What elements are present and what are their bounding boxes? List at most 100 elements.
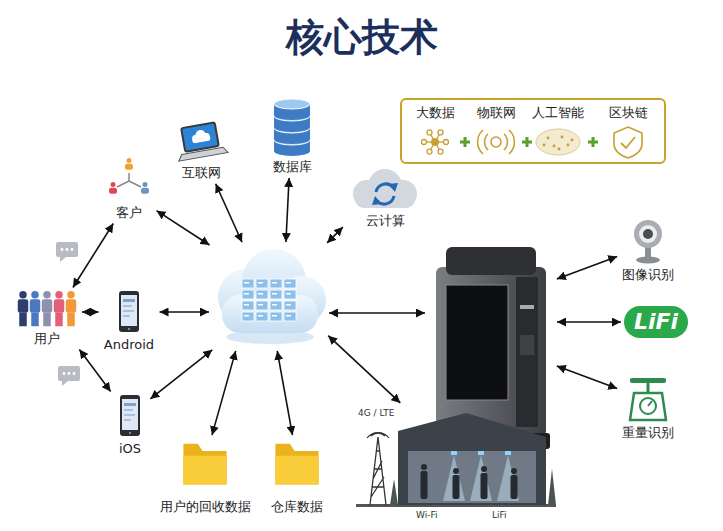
link-line [129,181,141,187]
building-illustration [356,405,556,525]
illustration-part [543,144,546,147]
connector-arrow [277,351,292,435]
connector-arrow [160,311,210,313]
illustration-part [621,137,635,148]
node-label: iOS [119,440,141,457]
node-label: 图像识别 [622,266,674,283]
person-head [55,291,63,299]
building-shell [398,413,546,505]
lifi-lamp [451,451,457,455]
database-layer [274,110,310,120]
node-label: Wi-Fi [416,509,437,521]
illustration-part [124,419,131,421]
illustration-part [128,328,130,330]
webcam-body [634,220,662,248]
illustration-part [422,140,427,145]
person-body [125,164,133,170]
figure-body [481,473,488,499]
server-unit [284,279,296,288]
connector-arrow [327,227,343,243]
figure-head [421,464,427,470]
kiosk-slot [520,335,534,355]
phone-body [120,395,140,436]
icon-graphic [104,156,154,202]
person-body [30,299,41,313]
cloud-shape [242,249,306,313]
link-line [128,173,130,181]
person-head [67,291,75,299]
server-light [272,282,277,284]
server-light [272,293,277,295]
icon-graphic [150,438,260,496]
person-legs [19,313,27,327]
kiosk-top [446,247,536,275]
illustration-part [192,135,211,143]
server-unit [284,290,296,299]
bubble-tail [62,381,68,386]
illustration-part [567,144,570,147]
node-label: Android [104,336,154,353]
database-top [274,99,310,109]
icon-node: 互联网 [175,122,227,181]
phone-screen [122,399,138,430]
node-label: 客户 [116,204,142,221]
person-body [109,188,117,194]
cloud-shape [222,295,318,333]
icon-node: 数据库 [270,100,314,175]
cell-tower [370,437,386,505]
server-light [244,293,249,295]
server-unit [256,290,268,299]
server-unit [242,290,254,299]
folder-back [183,444,226,485]
scale-post [647,383,650,393]
server-light [258,315,263,317]
server-light [286,293,291,295]
technology-box: 大数据物联网人工智能区块链 [400,98,666,164]
database-layer [274,134,310,144]
illustration-part [123,305,132,307]
bubble-dot [61,248,64,251]
node-label: LiFi [634,306,678,338]
icon-node: 云计算 [345,168,425,229]
bubble-body [58,366,80,381]
kiosk-slot [520,305,534,309]
server-light [244,304,249,306]
server-light [272,315,277,317]
lifi-lamp [478,451,484,455]
kiosk-body [436,267,546,437]
node-label: LiFi [492,509,507,521]
connector-arrow [82,311,99,313]
server-unit [270,279,282,288]
figure-body [421,471,428,499]
illustration-part [431,138,439,146]
folder-front [275,456,318,485]
folder-icon [183,444,226,485]
server-unit [270,290,282,299]
scale-needle [648,401,652,406]
icon-graphic [270,100,314,156]
bubble-dot [66,248,69,251]
kiosk-screen [446,285,508,400]
icon-node: 图像识别 [620,218,676,283]
chat-bubble [56,242,78,262]
figure-body [511,475,518,499]
icon-graphic [175,122,227,162]
illustration-part [123,315,130,317]
icon-graphic [112,394,148,438]
server-light [286,315,291,317]
icon-node: 客户 [104,156,154,221]
illustration-part [444,140,449,145]
building-window [408,451,536,503]
illustration-part [123,299,135,302]
server-unit [242,312,254,321]
server-light [272,304,277,306]
illustration-part [478,130,515,154]
icon-node: 用户 [15,290,79,347]
connector-arrow [557,366,617,388]
plus-sign [522,137,532,147]
bubble-dot [68,372,71,375]
illustration-part [547,137,550,140]
